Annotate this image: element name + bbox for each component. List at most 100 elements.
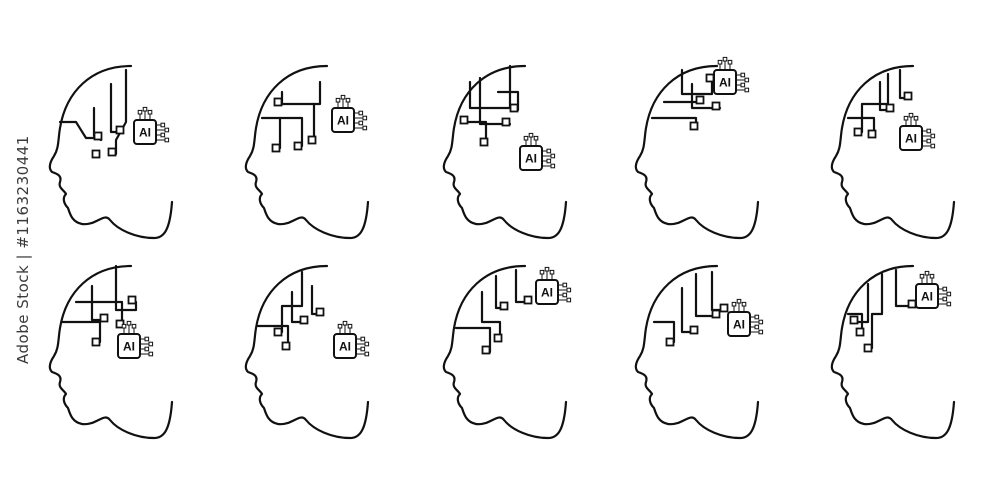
chip-pin-end	[727, 59, 733, 65]
chip-pin-end	[137, 109, 143, 115]
circuit-node	[719, 303, 729, 313]
ai-chip-icon: AI	[899, 112, 936, 151]
circuit-trace	[694, 272, 720, 318]
circuit-node	[853, 127, 863, 137]
chip-pin-end	[533, 135, 539, 141]
circuit-node	[307, 135, 317, 145]
circuit-node	[867, 129, 877, 139]
chip-pin-end	[717, 59, 723, 65]
chip-pin-end	[550, 153, 556, 159]
chip-pin-end	[946, 291, 952, 297]
circuit-trace	[856, 282, 870, 324]
circuit-trace	[454, 326, 492, 354]
chip-pin-end	[926, 138, 932, 144]
circuit-node	[273, 327, 283, 337]
chip-pin-end	[142, 106, 148, 112]
circuit-node	[705, 73, 715, 83]
circuit-node	[293, 141, 303, 151]
chip-pin-end	[337, 323, 343, 329]
circuit-node	[665, 337, 675, 347]
circuit-node	[863, 343, 873, 353]
ai-head-circuit-icon: AI	[48, 64, 174, 240]
chip-pin-end	[740, 72, 746, 78]
circuit-trace	[480, 290, 502, 340]
chip-pin-end	[942, 296, 948, 302]
circuit-trace	[114, 68, 128, 156]
chip-pin-end	[758, 319, 764, 325]
chip-label: AI	[719, 76, 731, 90]
chip-label: AI	[733, 318, 745, 332]
chip-label: AI	[339, 340, 351, 354]
ai-chip-icon: AI	[727, 298, 764, 337]
circuit-trace	[109, 82, 124, 134]
circuit-node	[501, 117, 511, 127]
ai-chip-icon: AI	[133, 106, 170, 145]
chip-pin-end	[360, 336, 366, 342]
chip-pin-end	[744, 77, 750, 83]
head-outline	[830, 64, 956, 240]
chip-pin-end	[562, 282, 568, 288]
ai-chip-icon: AI	[519, 132, 556, 171]
circuit-node	[509, 103, 519, 113]
chip-pin-end	[754, 314, 760, 320]
chip-pin-end	[147, 109, 153, 115]
chip-pin-end	[744, 87, 750, 93]
circuit-node	[903, 91, 913, 101]
circuit-node	[849, 315, 859, 325]
chip-pin-end	[358, 110, 364, 116]
chip-pin-end	[758, 329, 764, 335]
chip-pin-end	[131, 323, 137, 329]
stock-watermark: Adobe Stock | #1163230441	[14, 135, 32, 365]
chip-pin-end	[360, 346, 366, 352]
chip-pin-end	[903, 115, 909, 121]
circuit-node	[711, 101, 721, 111]
chip-pin-end	[160, 122, 166, 128]
chip-pin-end	[731, 301, 737, 307]
chip-body	[535, 279, 559, 305]
circuit-node	[299, 315, 309, 325]
chip-pin-end	[929, 273, 935, 279]
chip-pin-end	[160, 132, 166, 138]
circuit-trace	[652, 320, 676, 344]
circuit-trace	[846, 312, 864, 334]
circuit-node	[459, 115, 469, 125]
circuit-node	[689, 121, 699, 131]
circuit-trace	[58, 120, 100, 140]
chip-pin-end	[362, 125, 368, 131]
chip-pin-end	[335, 97, 341, 103]
ai-head-circuit-icon: AI	[442, 64, 568, 240]
chip-pin-end	[741, 301, 747, 307]
chip-label: AI	[541, 286, 553, 300]
chip-pin-end	[164, 127, 170, 133]
chip-pin-end	[722, 56, 728, 62]
chip-label: AI	[921, 290, 933, 304]
circuit-trace	[680, 68, 714, 96]
chip-label: AI	[123, 340, 135, 354]
circuit-trace	[114, 264, 138, 312]
circuit-node	[115, 125, 125, 135]
ai-head-circuit-icon: AI	[830, 264, 956, 440]
head-outline	[634, 264, 760, 440]
ai-head-circuit-icon: AI	[442, 264, 572, 440]
chip-body	[331, 107, 355, 133]
circuit-node	[91, 149, 101, 159]
chip-pin-end	[930, 143, 936, 149]
head-outline	[244, 64, 370, 240]
circuit-node	[695, 95, 705, 105]
circuit-node	[315, 307, 325, 317]
circuit-trace	[280, 80, 322, 106]
chip-pin-end	[546, 148, 552, 154]
circuit-trace	[650, 116, 698, 130]
circuit-node	[271, 143, 281, 153]
chip-pin-end	[913, 115, 919, 121]
chip-label: AI	[139, 126, 151, 140]
chip-pin-end	[364, 351, 370, 357]
ai-chip-icon: AI	[117, 320, 154, 359]
chip-pin-end	[148, 341, 154, 347]
chip-pin-end	[919, 273, 925, 279]
ai-chip-icon: AI	[331, 94, 368, 133]
head-outline	[48, 64, 174, 240]
chip-pin-end	[550, 163, 556, 169]
chip-pin-end	[930, 133, 936, 139]
